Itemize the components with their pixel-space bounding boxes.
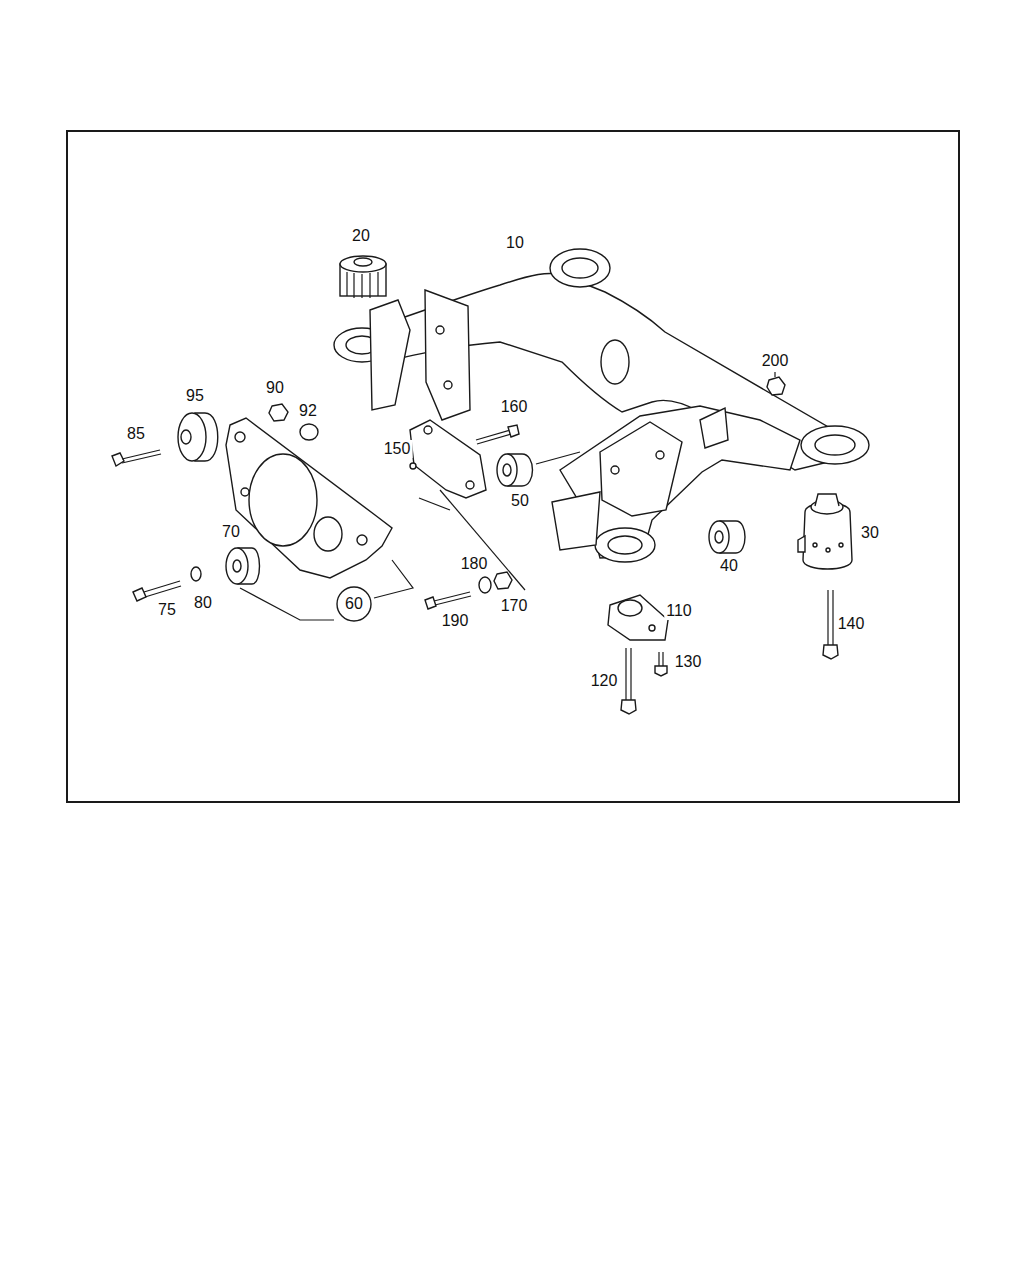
callout-number: 75 xyxy=(156,601,178,619)
bolt-85 xyxy=(112,450,161,466)
leader-lines xyxy=(240,372,775,620)
callout-number: 92 xyxy=(297,402,319,420)
washer-80 xyxy=(191,567,201,581)
washer-180 xyxy=(479,577,491,593)
callout-number: 170 xyxy=(499,597,530,615)
callout-number: 40 xyxy=(718,557,740,575)
callout-number: 190 xyxy=(440,612,471,630)
bracket-110 xyxy=(608,595,668,640)
bolt-190 xyxy=(425,592,471,609)
callout-number: 50 xyxy=(509,492,531,510)
screw-130 xyxy=(655,652,667,676)
callout-number: 80 xyxy=(192,594,214,612)
callout-number: 120 xyxy=(589,672,620,690)
callout-circle: 60 xyxy=(336,586,372,622)
callout-number: 180 xyxy=(459,555,490,573)
nut-200 xyxy=(767,377,785,395)
bolt-160 xyxy=(476,425,519,444)
bushing-70 xyxy=(226,548,260,584)
callout-number: 90 xyxy=(264,379,286,397)
frame-border xyxy=(67,131,959,802)
callout-number: 110 xyxy=(664,602,694,620)
callout-number: 10 xyxy=(504,234,526,252)
mount-30 xyxy=(798,494,852,569)
mount-95 xyxy=(178,413,218,461)
subframe xyxy=(334,249,869,562)
callout-number: 160 xyxy=(499,398,530,416)
callout-number: 60 xyxy=(345,595,363,613)
nut-170 xyxy=(494,572,512,589)
callout-number: 95 xyxy=(184,387,206,405)
callout-number: 20 xyxy=(350,227,372,245)
bushing-20 xyxy=(340,256,386,298)
bushing-50 xyxy=(497,454,533,486)
washer-92 xyxy=(300,424,318,440)
bolt-120 xyxy=(621,648,636,714)
callout-number: 70 xyxy=(220,523,242,541)
callout-number: 150 xyxy=(382,440,413,458)
bolt-75 xyxy=(133,581,181,601)
callout-number: 30 xyxy=(859,524,881,542)
callout-number: 200 xyxy=(760,352,791,370)
callout-number: 85 xyxy=(125,425,147,443)
bracket-150 xyxy=(410,420,486,498)
callout-number: 140 xyxy=(836,615,867,633)
callout-number: 130 xyxy=(673,653,704,671)
bushing-40 xyxy=(709,521,745,553)
nut-90 xyxy=(269,404,288,421)
